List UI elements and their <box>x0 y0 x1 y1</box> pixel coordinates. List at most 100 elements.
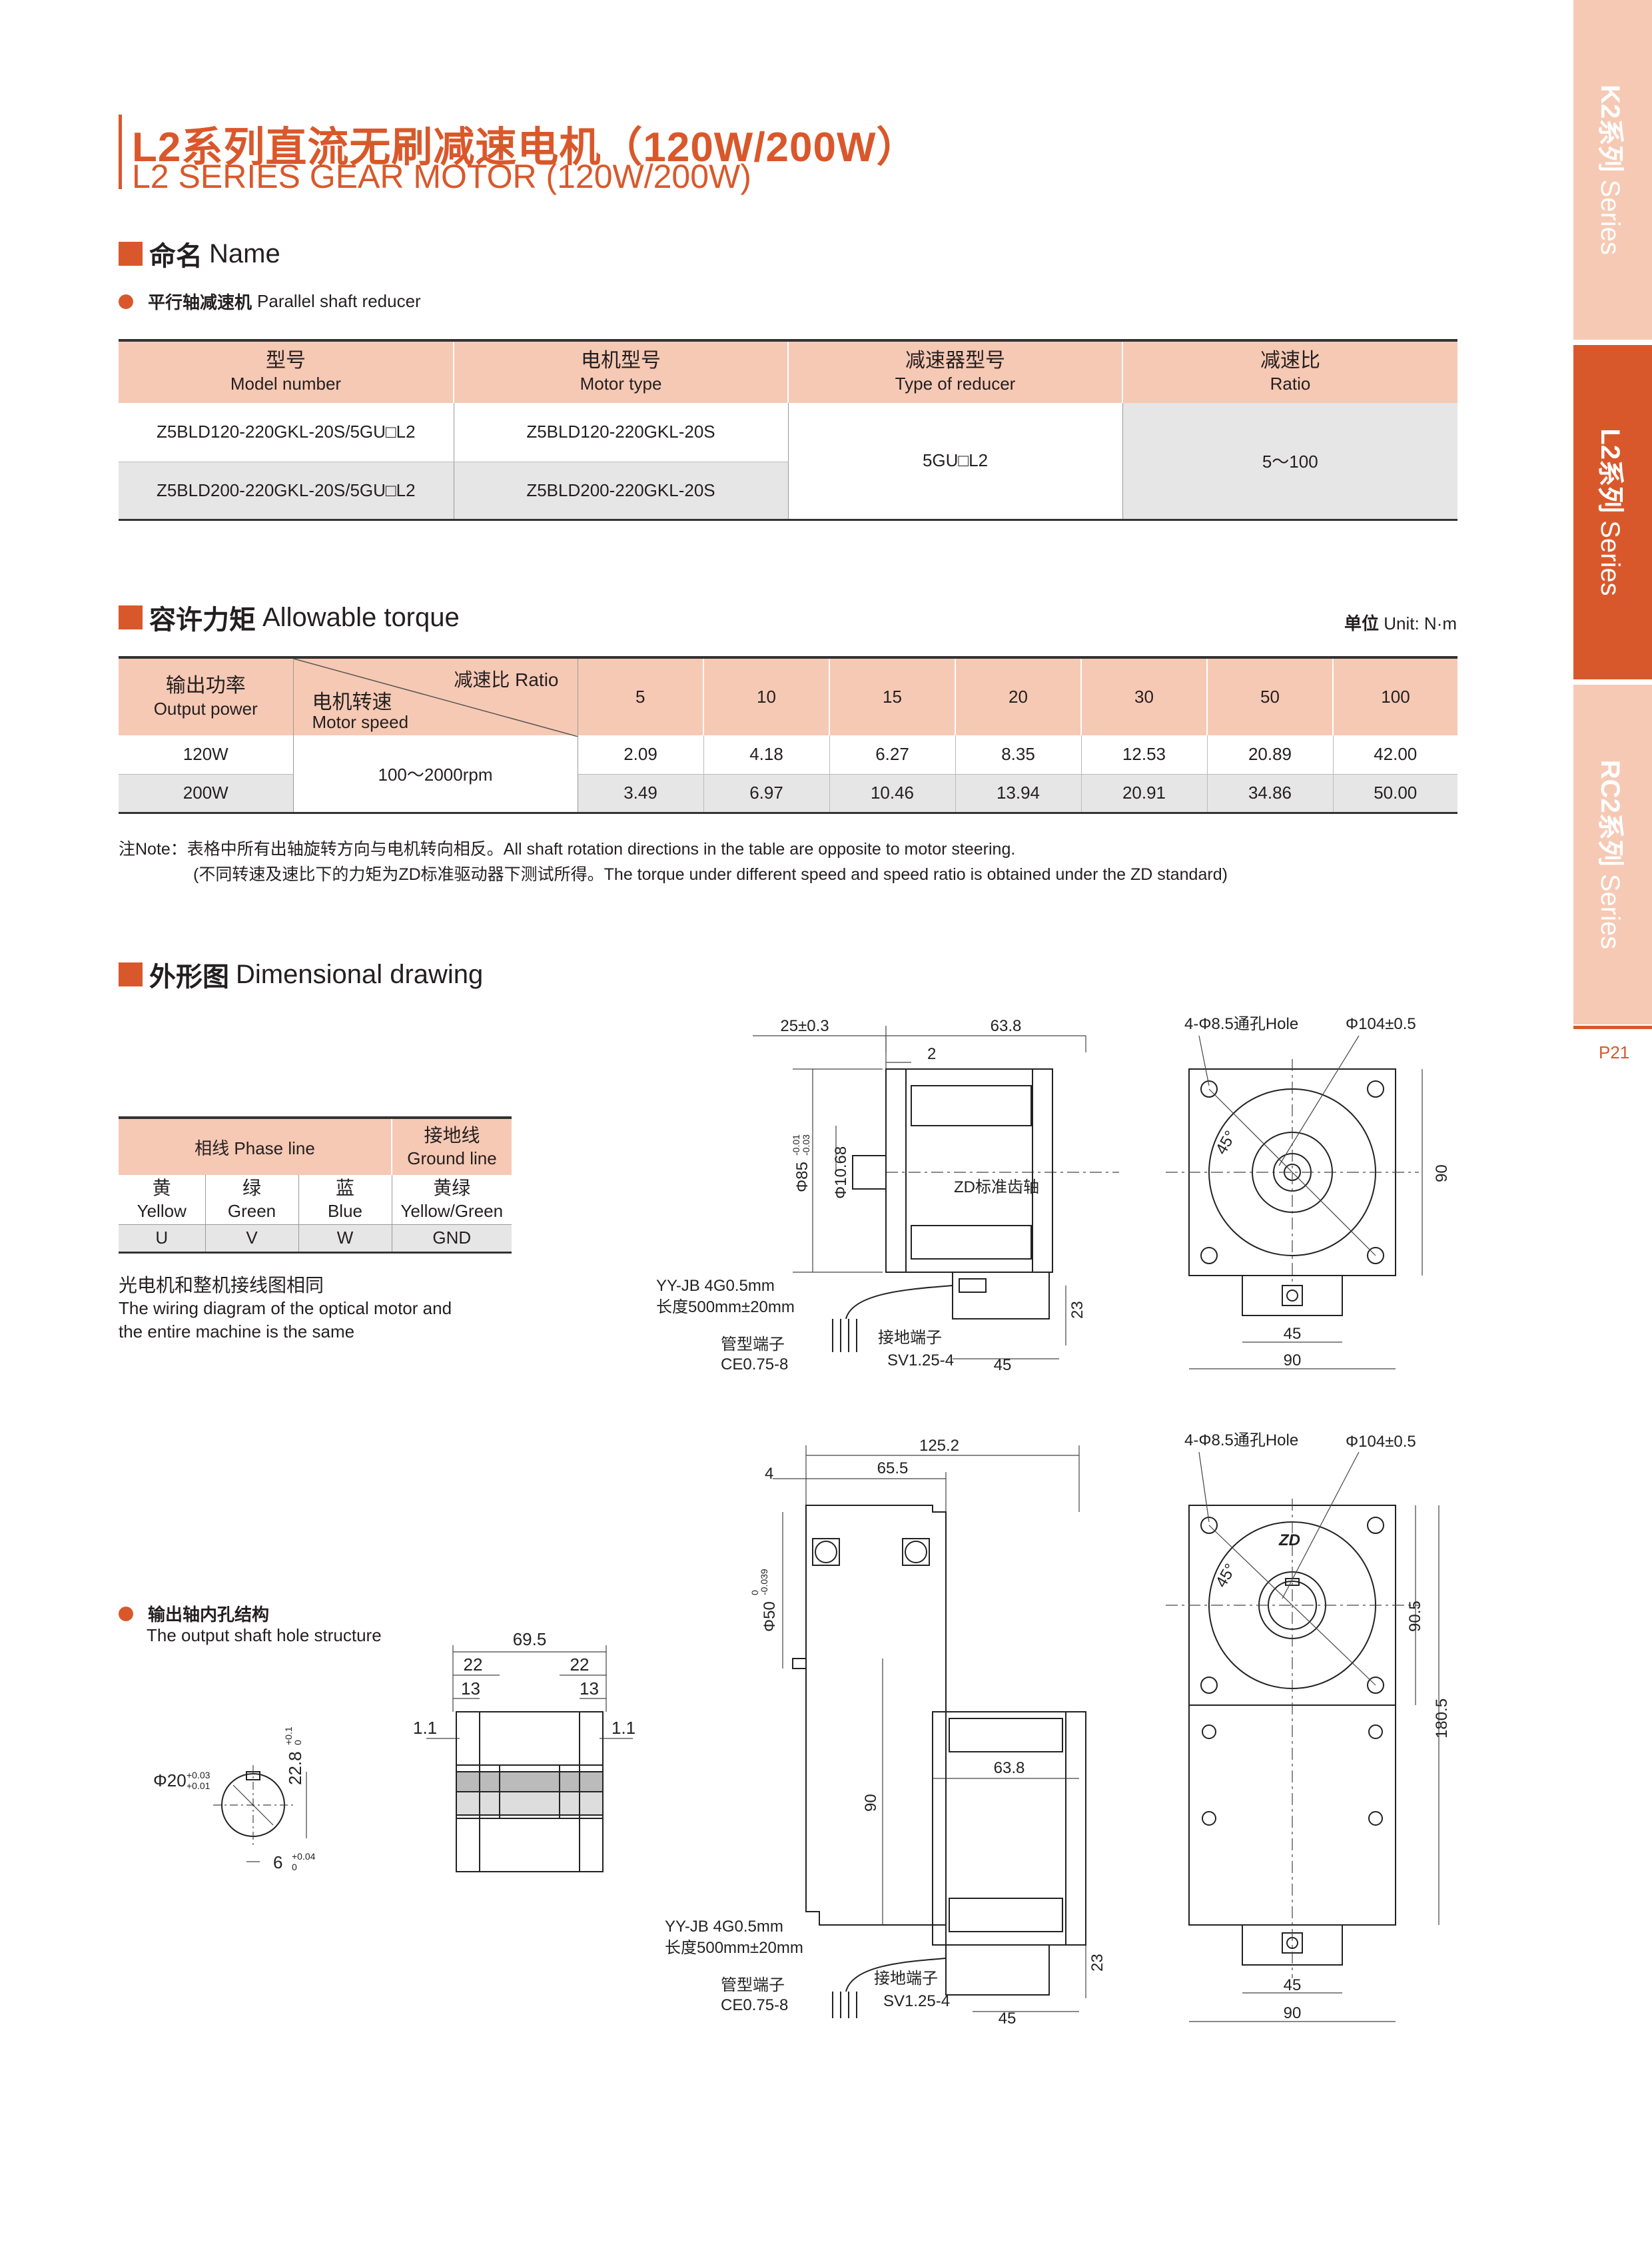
shaft-sub-en: The output shaft hole structure <box>147 1625 382 1645</box>
dim-6: 6 <box>273 1852 282 1872</box>
heading-en: Dimensional drawing <box>236 959 484 989</box>
th-en: Type of reducer <box>895 374 1016 394</box>
page-number: P21 <box>1599 1042 1630 1062</box>
dim-25: 25±0.3 <box>780 1017 829 1035</box>
cell-torque: 42.00 <box>1333 735 1457 775</box>
wiring-note-cn: 光电机和整机接线图相同 <box>119 1275 324 1296</box>
heading-cn: 外形图 <box>149 962 229 992</box>
cell-torque: 3.49 <box>578 774 704 813</box>
dim-6-tol-top: +0.04 <box>292 1851 316 1862</box>
dim-phi50: Φ50 <box>761 1601 779 1632</box>
wiring-note: 光电机和整机接线图相同 The wiring diagram of the op… <box>119 1274 452 1343</box>
diagonal-divider <box>293 659 578 737</box>
dim-13-left: 13 <box>461 1679 480 1698</box>
ground-code: SV1.25-4 <box>887 1351 954 1369</box>
subheading-shaft-hole: 输出轴内孔结构 <box>119 1601 274 1626</box>
cell-model: Z5BLD120-220GKL-20S/5GU□L2 <box>119 403 454 462</box>
motor-body <box>832 1068 1053 1352</box>
section-body <box>456 1711 604 1872</box>
dimension-lines <box>773 1445 1086 2012</box>
cell-torque: 13.94 <box>955 774 1082 813</box>
tube-terminal: 管型端子 <box>721 1976 785 1994</box>
heading-square-icon <box>119 242 143 266</box>
th-en: Output power <box>153 698 258 719</box>
cell-code: W <box>298 1224 392 1252</box>
section-heading-dimension: 外形图 Dimensional drawing <box>119 955 483 994</box>
color-en: Yellow/Green <box>400 1200 504 1221</box>
side-tab-rc2[interactable]: RC2系列 Series <box>1573 685 1652 1024</box>
hole-label: 4-Φ8.5通孔Hole <box>1184 1432 1298 1449</box>
cable-length: 长度500mm±20mm <box>665 1939 803 1957</box>
dim-1-1-left: 1.1 <box>413 1718 437 1738</box>
cell-motor: Z5BLD200-220GKL-20S <box>454 462 789 520</box>
dim-45: 45 <box>1284 1325 1302 1343</box>
cable-length: 长度500mm±20mm <box>656 1298 795 1316</box>
color-cn: 黄 <box>152 1177 171 1198</box>
th-phase-line: 相线 Phase line <box>119 1118 392 1175</box>
front-dimension-lines <box>1166 1035 1423 1369</box>
shaft-dim-lines <box>213 1765 307 1862</box>
cell-power: 120W <box>119 735 294 775</box>
th-cn: 型号 <box>266 350 306 372</box>
th-ratio-value: 5 <box>578 657 704 735</box>
th-speed-en: Motor speed <box>312 712 409 732</box>
drawing-shaft-section: 69.5 22 22 13 13 1.1 1.1 <box>413 1629 635 1872</box>
drawing-side-view-bottom: 125.2 4 65.5 Φ50 0 -0.039 90 63.8 YY-JB … <box>665 1437 1106 2028</box>
dim-45: 45 <box>994 1356 1012 1374</box>
dim-22-right: 22 <box>570 1655 590 1675</box>
cell-reducer: 5GU□L2 <box>788 403 1123 520</box>
cell-torque: 4.18 <box>703 735 830 775</box>
bullet-dot-icon <box>119 294 133 309</box>
dim-22-8-tol-top: +0.1 <box>283 1726 294 1745</box>
th-en: Ratio <box>1270 374 1311 394</box>
drawing-front-view-top: 4-Φ8.5通孔Hole Φ104±0.5 90 45° 45 90 <box>1166 1015 1451 1369</box>
unit-cn: 单位 <box>1344 613 1380 633</box>
cell-torque: 6.27 <box>829 735 956 775</box>
dim-90-vertical: 90 <box>1433 1164 1451 1182</box>
side-tab-k2[interactable]: K2系列 Series <box>1573 0 1652 340</box>
color-cn: 绿 <box>242 1177 261 1198</box>
front-text: 4-Φ8.5通孔Hole Φ104±0.5 90 45° 45 90 <box>1184 1015 1451 1369</box>
wiring-note-en-2: the entire machine is the same <box>119 1321 355 1341</box>
th-ratio-value: 10 <box>703 657 830 735</box>
section-heading-name: 命名 Name <box>119 234 280 273</box>
dim-65-5: 65.5 <box>877 1459 909 1477</box>
th-ratio-value: 20 <box>955 657 1082 735</box>
hole-label: 4-Φ8.5通孔Hole <box>1184 1015 1298 1033</box>
th-cn: 输出功率 <box>165 674 246 697</box>
dim-phi20-tol-bot: +0.01 <box>187 1780 210 1791</box>
dim-63-8: 63.8 <box>991 1017 1022 1035</box>
th-cn: 电机型号 <box>581 350 661 372</box>
color-cn: 蓝 <box>335 1177 354 1198</box>
side-tab-l2[interactable]: L2系列 Series <box>1573 345 1652 679</box>
th-cn: 减速器型号 <box>905 350 1005 372</box>
gearbox-body <box>792 1505 1086 2018</box>
cable-spec: YY-JB 4G0.5mm <box>656 1277 775 1295</box>
dim-4: 4 <box>765 1465 773 1483</box>
heading-square-icon <box>119 605 143 629</box>
dim-phi20: Φ20 <box>153 1770 187 1790</box>
drawing-side-view-top: 25±0.3 63.8 2 Φ85 -0.01 -0.03 Φ10.68 ZD标… <box>656 1017 1119 1374</box>
torque-note-2: (不同转速及速比下的力矩为ZD标准驱动器下测试所得。The torque und… <box>193 865 1228 884</box>
tab-suffix: Series <box>1595 873 1625 950</box>
color-en: Green <box>227 1200 276 1221</box>
cell-code: V <box>205 1224 299 1252</box>
dim-phi10-68: Φ10.68 <box>832 1146 850 1199</box>
subheading-parallel-shaft: 平行轴减速机 Parallel shaft reducer <box>119 289 421 314</box>
heading-en: Name <box>209 238 280 268</box>
cell-torque: 20.91 <box>1081 774 1208 813</box>
tab-suffix: Series <box>1595 520 1625 596</box>
dim-90: 90 <box>1284 2004 1302 2022</box>
cell-code: U <box>119 1224 206 1252</box>
torque-note-1: 注Note：表格中所有出轴旋转方向与电机转向相反。All shaft rotat… <box>119 840 1016 859</box>
dim-phi85-tol-top: -0.01 <box>791 1134 801 1156</box>
th-cn: 接地线 <box>424 1125 480 1146</box>
sub-cn: 输出轴内孔结构 <box>148 1605 270 1625</box>
